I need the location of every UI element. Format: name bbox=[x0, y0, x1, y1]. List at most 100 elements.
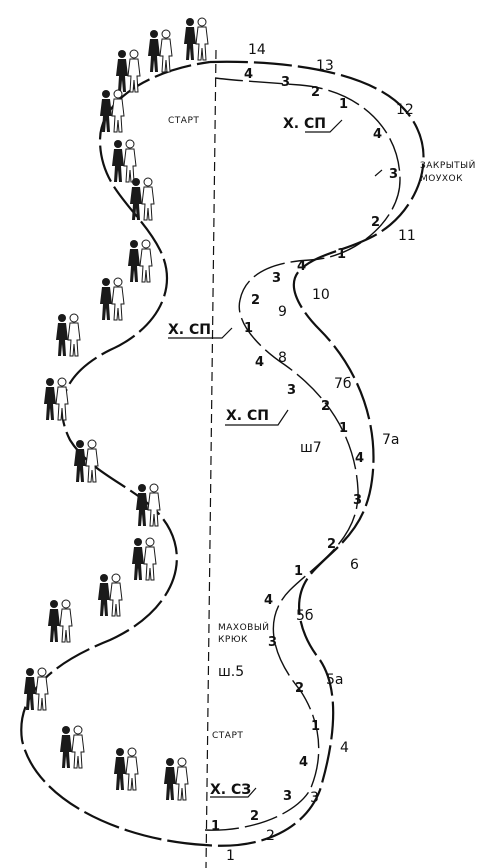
skater-man bbox=[112, 149, 124, 182]
skater-couple bbox=[116, 49, 141, 93]
skater-man bbox=[100, 287, 112, 320]
outer-track-right bbox=[204, 60, 425, 847]
skater-woman bbox=[127, 58, 141, 93]
skater-woman bbox=[35, 676, 49, 711]
skater-woman bbox=[55, 386, 69, 421]
skater-head bbox=[186, 18, 194, 26]
skater-man bbox=[184, 27, 196, 60]
skater-man bbox=[128, 249, 140, 282]
skater-head bbox=[143, 177, 153, 187]
skater-head bbox=[102, 90, 110, 98]
beat-ll-5: 4 bbox=[299, 755, 308, 770]
skater-woman bbox=[143, 546, 157, 581]
skater-woman bbox=[71, 734, 85, 769]
skater-head bbox=[111, 573, 121, 583]
center-axis bbox=[205, 49, 217, 868]
skater-woman bbox=[111, 286, 125, 321]
beat-mid-1: 3 bbox=[272, 271, 281, 286]
skater-head bbox=[46, 378, 54, 386]
skater-head bbox=[177, 757, 187, 767]
beat-top-3: 2 bbox=[311, 85, 320, 100]
beat-mid-4: 1 bbox=[244, 321, 253, 336]
leader-kh-sp-1 bbox=[305, 119, 343, 133]
leader-mohawk bbox=[374, 169, 383, 177]
hold-label-kh-sp-2: Х. СП bbox=[168, 322, 211, 338]
skater-head bbox=[166, 758, 174, 766]
beat-mr-4: 4 bbox=[355, 451, 364, 466]
skater-man bbox=[114, 757, 126, 790]
skater-head bbox=[73, 725, 83, 735]
skater-couple bbox=[60, 725, 85, 769]
hold-label-kh-sz: Х. СЗ bbox=[210, 782, 251, 798]
skater-head bbox=[62, 726, 70, 734]
note-closed-mohawk-1: ЗАКРЫТЫЙ bbox=[420, 159, 476, 171]
skater-head bbox=[125, 139, 135, 149]
step-2: 2 bbox=[266, 828, 275, 844]
skater-man bbox=[44, 387, 56, 420]
start-label-bottom: СТАРТ bbox=[212, 731, 243, 741]
skater-couple bbox=[164, 757, 189, 801]
skater-woman bbox=[125, 756, 139, 791]
leader-kh-sp-2 bbox=[168, 327, 233, 339]
skater-couple bbox=[130, 177, 155, 221]
beat-right-4: 1 bbox=[337, 247, 346, 262]
beat-mr-2: 2 bbox=[321, 399, 330, 414]
beat-ll-6: 3 bbox=[283, 789, 292, 804]
skater-head bbox=[26, 668, 34, 676]
step-sh7: ш7 bbox=[300, 440, 322, 456]
skater-couple bbox=[148, 29, 173, 73]
skater-man bbox=[24, 677, 36, 710]
skater-head bbox=[197, 17, 207, 27]
step-5b: 5б bbox=[296, 608, 314, 624]
skater-couple bbox=[98, 573, 123, 617]
beat-mr-5: 3 bbox=[353, 493, 362, 508]
beat-right-2: 3 bbox=[389, 167, 398, 182]
skater-man bbox=[136, 493, 148, 526]
beat-mr-1: 3 bbox=[287, 383, 296, 398]
skater-woman bbox=[123, 148, 137, 183]
skater-head bbox=[127, 747, 137, 757]
skater-man bbox=[98, 583, 110, 616]
skater-head bbox=[129, 49, 139, 59]
skater-man bbox=[74, 449, 86, 482]
skater-head bbox=[50, 600, 58, 608]
skater-man bbox=[130, 187, 142, 220]
skater-woman bbox=[147, 492, 161, 527]
beat-ll-8: 1 bbox=[211, 819, 220, 834]
hold-label-kh-sp-3: Х. СП bbox=[226, 408, 269, 424]
hold-label-kh-sp-1: Х. СП bbox=[283, 116, 326, 132]
skater-head bbox=[118, 50, 126, 58]
skater-couple bbox=[112, 139, 137, 183]
skater-head bbox=[61, 599, 71, 609]
skater-couple bbox=[48, 599, 73, 643]
skater-woman bbox=[59, 608, 73, 643]
skater-head bbox=[138, 484, 146, 492]
skater-head bbox=[145, 537, 155, 547]
skater-man bbox=[164, 767, 176, 800]
skater-woman bbox=[85, 448, 99, 483]
beat-mid-5: 4 bbox=[255, 355, 264, 370]
skater-head bbox=[76, 440, 84, 448]
beat-ll-3: 2 bbox=[295, 681, 304, 696]
beat-ll-7: 2 bbox=[250, 809, 259, 824]
skater-couple bbox=[100, 277, 125, 321]
skater-head bbox=[100, 574, 108, 582]
beat-ll-4: 1 bbox=[311, 719, 320, 734]
step-9: 9 bbox=[278, 304, 287, 320]
beat-mr-3: 1 bbox=[339, 421, 348, 436]
step-3: 3 bbox=[310, 790, 319, 806]
beat-mid-2: 4 bbox=[297, 259, 306, 274]
skater-head bbox=[134, 538, 142, 546]
skater-woman bbox=[111, 98, 125, 133]
step-sh5: ш.5 bbox=[218, 664, 244, 680]
skater-couple bbox=[128, 239, 153, 283]
skater-couple bbox=[100, 89, 125, 133]
skater-head bbox=[116, 748, 124, 756]
note-closed-mohawk-2: МОУХОК bbox=[420, 174, 463, 184]
skater-man bbox=[56, 323, 68, 356]
step-5a: 5а bbox=[326, 672, 344, 688]
skater-couple bbox=[132, 537, 157, 581]
note-swing-hook-2: КРЮК bbox=[218, 635, 248, 645]
skater-man bbox=[48, 609, 60, 642]
skater-head bbox=[149, 483, 159, 493]
